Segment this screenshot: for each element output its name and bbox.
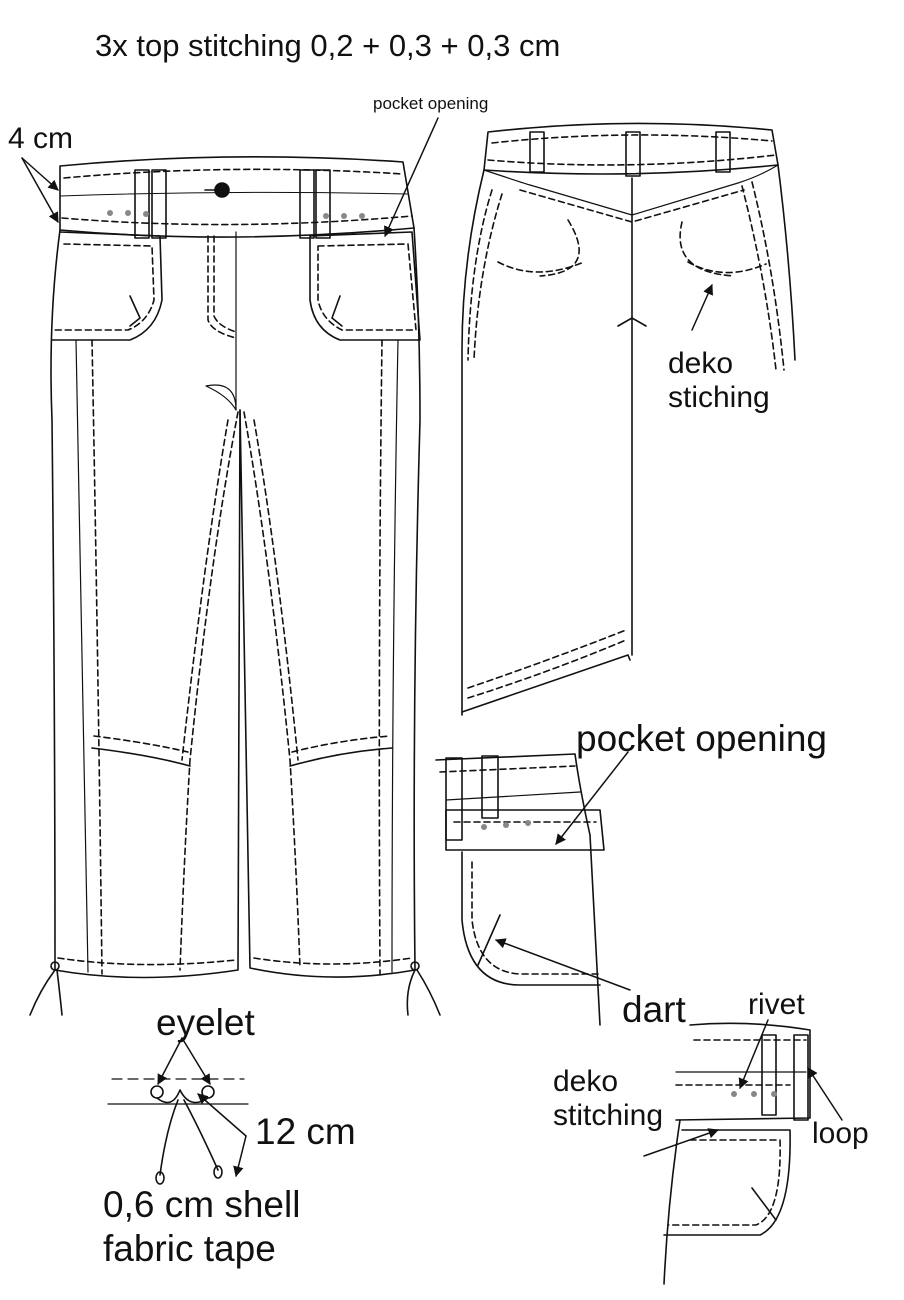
- label-dart: dart: [622, 989, 686, 1030]
- label-deko-stitching-detail: deko stitching: [553, 1065, 664, 1132]
- waistband-button: [214, 182, 230, 198]
- front-view: [29, 156, 441, 1016]
- waistband-detail: [663, 1022, 811, 1285]
- label-pocket-opening-small: pocket opening: [373, 94, 489, 113]
- label-waistband-height: 4 cm: [8, 122, 74, 155]
- title: 3x top stitching 0,2 + 0,3 + 0,3 cm: [95, 28, 561, 63]
- label-tape: 0,6 cm shell fabric tape: [103, 1184, 301, 1270]
- eyelet-1: [150, 1085, 164, 1099]
- arrows: [21, 117, 843, 1178]
- back-view: [461, 122, 796, 716]
- label-tie-length: 12 cm: [255, 1111, 356, 1152]
- back-waistband: [483, 122, 779, 175]
- label-pocket-opening-large: pocket opening: [576, 718, 827, 759]
- eyelet-2: [201, 1085, 215, 1099]
- label-loop: loop: [812, 1117, 869, 1150]
- pocket-detail: [435, 753, 605, 1026]
- eyelet-detail: [107, 1078, 249, 1185]
- front-left-pocket: [51, 231, 163, 341]
- front-belt-loop: [134, 169, 150, 239]
- label-rivet: rivet: [748, 988, 805, 1021]
- front-right-leg: [239, 227, 421, 978]
- label-deko-stitching-back: deko stiching: [668, 347, 770, 414]
- front-left-leg: [50, 229, 241, 979]
- front-knee-seam: [91, 747, 191, 767]
- label-eyelet: eyelet: [156, 1002, 255, 1043]
- front-right-pocket: [309, 231, 421, 341]
